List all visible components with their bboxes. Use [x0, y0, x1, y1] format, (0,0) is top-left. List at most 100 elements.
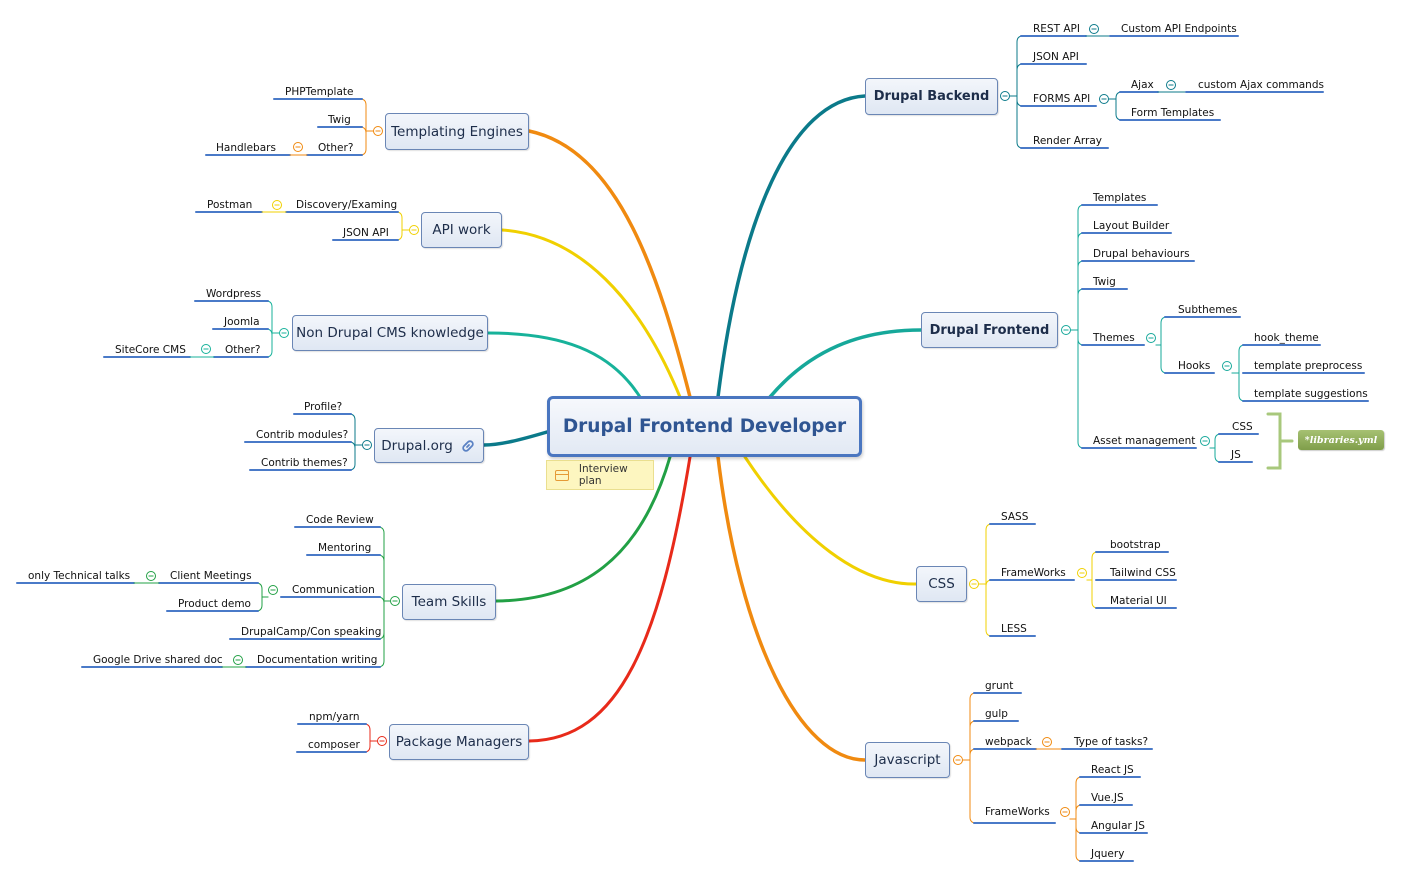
collapse-icon[interactable]: [953, 755, 963, 765]
leaf-npm-yarn[interactable]: npm/yarn: [309, 711, 360, 723]
leaf-jquery[interactable]: Jquery: [1091, 848, 1125, 860]
collapse-icon[interactable]: [390, 596, 400, 606]
leaf-postman[interactable]: Postman: [207, 199, 253, 211]
topic-non-drupal-cms[interactable]: Non Drupal CMS knowledge: [292, 315, 488, 351]
leaf-drupalcamp[interactable]: DrupalCamp/Con speaking: [241, 626, 382, 638]
collapse-icon[interactable]: [1042, 737, 1052, 747]
leaf-json-api-backend[interactable]: JSON API: [1033, 51, 1079, 63]
leaf-communication[interactable]: Communication: [292, 584, 375, 596]
leaf-technical-talks[interactable]: only Technical talks: [28, 570, 131, 582]
leaf-vue[interactable]: Vue.JS: [1091, 792, 1124, 804]
leaf-other-cms[interactable]: Other?: [225, 344, 261, 356]
leaf-contrib-themes[interactable]: Contrib themes?: [261, 457, 348, 469]
leaf-discovery[interactable]: Discovery/Examing: [296, 199, 398, 211]
leaf-joomla[interactable]: Joomla: [224, 316, 260, 328]
leaf-asset-css[interactable]: CSS: [1232, 421, 1253, 433]
leaf-other-templating[interactable]: Other?: [318, 142, 354, 154]
leaf-mentoring[interactable]: Mentoring: [318, 542, 372, 554]
interview-plan-note[interactable]: Interview plan: [546, 460, 654, 490]
collapse-icon[interactable]: [1089, 24, 1099, 34]
collapse-icon[interactable]: [409, 225, 419, 235]
collapse-icon[interactable]: [1000, 91, 1010, 101]
leaf-sass[interactable]: SASS: [1001, 511, 1029, 523]
collapse-icon[interactable]: [293, 142, 303, 152]
libraries-yml-label[interactable]: *libraries.yml: [1298, 430, 1384, 450]
leaf-themes[interactable]: Themes: [1093, 332, 1135, 344]
leaf-hook-theme[interactable]: hook_theme: [1254, 332, 1319, 344]
leaf-documentation[interactable]: Documentation writing: [257, 654, 378, 666]
collapse-icon[interactable]: [969, 579, 979, 589]
leaf-bootstrap[interactable]: bootstrap: [1110, 539, 1161, 551]
leaf-js-frameworks[interactable]: FrameWorks: [985, 806, 1050, 818]
collapse-icon[interactable]: [1077, 568, 1087, 578]
leaf-form-templates[interactable]: Form Templates: [1131, 107, 1215, 119]
leaf-grunt[interactable]: grunt: [985, 680, 1014, 692]
collapse-icon[interactable]: [1061, 325, 1071, 335]
topic-drupal-backend[interactable]: Drupal Backend: [865, 78, 998, 115]
leaf-gulp[interactable]: gulp: [985, 708, 1008, 720]
topic-team-skills[interactable]: Team Skills: [402, 584, 496, 620]
collapse-icon[interactable]: [1166, 80, 1176, 90]
leaf-less[interactable]: LESS: [1001, 623, 1027, 635]
collapse-icon[interactable]: [1222, 361, 1232, 371]
collapse-icon[interactable]: [1200, 436, 1210, 446]
leaf-templates[interactable]: Templates: [1093, 192, 1147, 204]
topic-templating-engines[interactable]: Templating Engines: [385, 113, 529, 150]
leaf-custom-api-endpoints[interactable]: Custom API Endpoints: [1121, 23, 1237, 35]
topic-drupal-frontend[interactable]: Drupal Frontend: [921, 312, 1058, 348]
leaf-twig[interactable]: Twig: [328, 114, 351, 126]
leaf-webpack[interactable]: webpack: [985, 736, 1032, 748]
leaf-json-api-left[interactable]: JSON API: [343, 227, 389, 239]
link-icon[interactable]: [459, 437, 477, 455]
topic-javascript[interactable]: Javascript: [865, 742, 950, 778]
topic-api-work[interactable]: API work: [421, 212, 502, 248]
leaf-code-review[interactable]: Code Review: [306, 514, 374, 526]
topic-drupal-org[interactable]: Drupal.org: [374, 428, 484, 463]
leaf-asset-js[interactable]: JS: [1231, 449, 1241, 461]
topic-package-managers[interactable]: Package Managers: [389, 724, 529, 760]
collapse-icon[interactable]: [1099, 94, 1109, 104]
leaf-layout-builder[interactable]: Layout Builder: [1093, 220, 1170, 232]
leaf-tailwind[interactable]: Tailwind CSS: [1110, 567, 1176, 579]
collapse-icon[interactable]: [373, 126, 383, 136]
collapse-icon[interactable]: [272, 200, 282, 210]
leaf-phptemplate[interactable]: PHPTemplate: [285, 86, 354, 98]
leaf-subthemes[interactable]: Subthemes: [1178, 304, 1238, 316]
leaf-template-preprocess[interactable]: template preprocess: [1254, 360, 1363, 372]
leaf-asset-management[interactable]: Asset management: [1093, 435, 1196, 447]
leaf-forms-api[interactable]: FORMS API: [1033, 93, 1091, 105]
collapse-icon[interactable]: [1146, 333, 1156, 343]
leaf-rest-api[interactable]: REST API: [1033, 23, 1080, 35]
collapse-icon[interactable]: [201, 344, 211, 354]
leaf-drupal-behaviours[interactable]: Drupal behaviours: [1093, 248, 1190, 260]
central-topic[interactable]: Drupal Frontend Developer: [547, 396, 862, 457]
leaf-handlebars[interactable]: Handlebars: [216, 142, 276, 154]
collapse-icon[interactable]: [268, 585, 278, 595]
leaf-client-meetings[interactable]: Client Meetings: [170, 570, 252, 582]
leaf-render-array[interactable]: Render Array: [1033, 135, 1102, 147]
leaf-profile[interactable]: Profile?: [304, 401, 343, 413]
leaf-contrib-modules[interactable]: Contrib modules?: [256, 429, 349, 441]
collapse-icon[interactable]: [377, 736, 387, 746]
leaf-type-of-tasks[interactable]: Type of tasks?: [1074, 736, 1149, 748]
collapse-icon[interactable]: [1060, 807, 1070, 817]
collapse-icon[interactable]: [279, 328, 289, 338]
topic-css[interactable]: CSS: [916, 566, 967, 602]
leaf-template-suggestions[interactable]: template suggestions: [1254, 388, 1368, 400]
leaf-product-demo[interactable]: Product demo: [178, 598, 251, 610]
leaf-css-frameworks[interactable]: FrameWorks: [1001, 567, 1066, 579]
leaf-custom-ajax-commands[interactable]: custom Ajax commands: [1198, 79, 1324, 91]
leaf-wordpress[interactable]: Wordpress: [206, 288, 262, 300]
leaf-ajax[interactable]: Ajax: [1131, 79, 1154, 91]
collapse-icon[interactable]: [233, 655, 243, 665]
leaf-react[interactable]: React JS: [1091, 764, 1134, 776]
leaf-material-ui[interactable]: Material UI: [1110, 595, 1167, 607]
collapse-icon[interactable]: [146, 571, 156, 581]
collapse-icon[interactable]: [362, 440, 372, 450]
leaf-twig-frontend[interactable]: Twig: [1093, 276, 1116, 288]
leaf-composer[interactable]: composer: [308, 739, 360, 751]
leaf-hooks[interactable]: Hooks: [1178, 360, 1211, 372]
leaf-sitecore[interactable]: SiteCore CMS: [115, 344, 186, 356]
leaf-google-drive[interactable]: Google Drive shared doc: [93, 654, 223, 666]
leaf-angular[interactable]: Angular JS: [1091, 820, 1145, 832]
